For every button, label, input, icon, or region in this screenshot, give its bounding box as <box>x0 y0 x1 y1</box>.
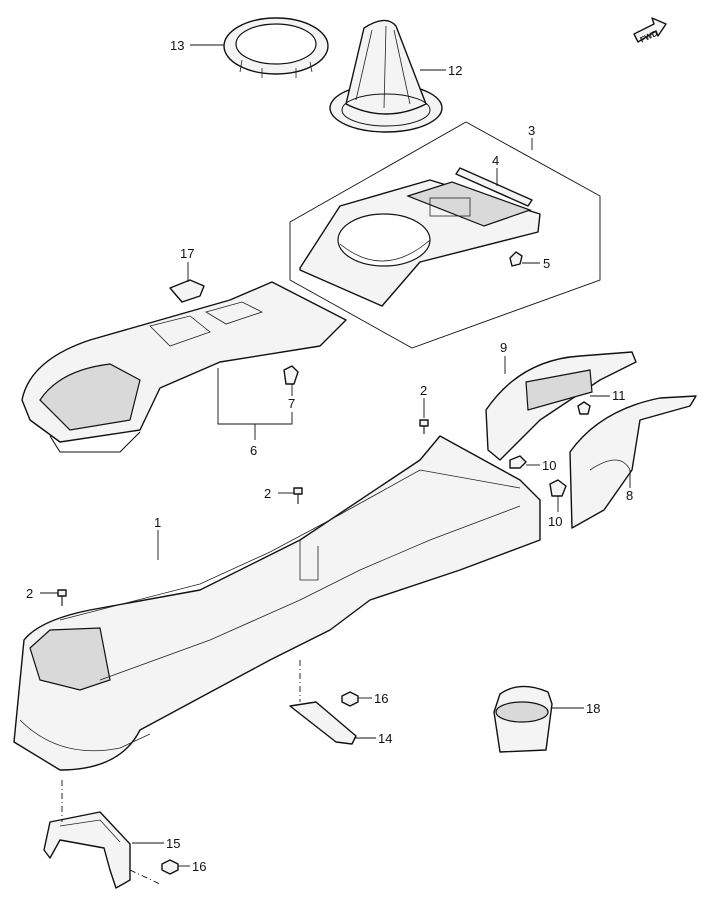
part-16-bolt-upper <box>341 691 359 707</box>
callout-7: 7 <box>288 396 295 411</box>
part-6-rear-tray <box>21 281 347 453</box>
callout-2-middle: 2 <box>264 486 271 501</box>
callout-6: 6 <box>250 443 257 458</box>
callout-13: 13 <box>170 38 184 53</box>
part-17-cap <box>169 279 205 303</box>
fwd-arrow-icon: FWD <box>633 17 667 45</box>
part-9-side-bracket <box>485 351 637 461</box>
callout-4: 4 <box>492 153 499 168</box>
part-2-screw-left <box>57 589 67 606</box>
callout-9: 9 <box>500 340 507 355</box>
callout-11: 11 <box>612 388 626 403</box>
callout-16-upper: 16 <box>374 691 388 706</box>
callout-2-left: 2 <box>26 586 33 601</box>
callout-10-b: 10 <box>548 514 562 529</box>
callout-14: 14 <box>378 731 392 746</box>
part-15-lower-bracket <box>43 811 131 889</box>
part-16-bolt-lower <box>161 859 179 875</box>
part-11-clip <box>577 401 591 415</box>
callout-8: 8 <box>626 488 633 503</box>
part-12-shift-boot <box>329 19 443 133</box>
part-4-trim-strip <box>455 167 533 207</box>
callout-2-upper: 2 <box>420 383 427 398</box>
callout-10-a: 10 <box>542 458 556 473</box>
part-2-screw-middle <box>293 487 303 504</box>
part-1-main-console <box>13 435 541 771</box>
callout-12: 12 <box>448 63 462 78</box>
part-5-clip <box>509 251 523 267</box>
part-7-clip <box>283 365 299 385</box>
callout-17: 17 <box>180 246 194 261</box>
part-14-bracket <box>289 701 357 745</box>
callout-3: 3 <box>528 123 535 138</box>
callout-5: 5 <box>543 256 550 271</box>
callout-18: 18 <box>586 701 600 716</box>
callout-15: 15 <box>166 836 180 851</box>
part-2-screw-upper <box>419 419 429 434</box>
part-3-boundary <box>289 121 601 349</box>
callout-1: 1 <box>154 515 161 530</box>
part-3-console-panel <box>299 179 541 307</box>
part-13-ring <box>223 17 329 78</box>
callout-16-lower: 16 <box>192 859 206 874</box>
part-10-clip-a <box>509 455 527 469</box>
part-8-side-cover <box>569 395 697 529</box>
part-10-clip-b <box>549 479 567 497</box>
part-18-cup-holder <box>493 685 553 753</box>
